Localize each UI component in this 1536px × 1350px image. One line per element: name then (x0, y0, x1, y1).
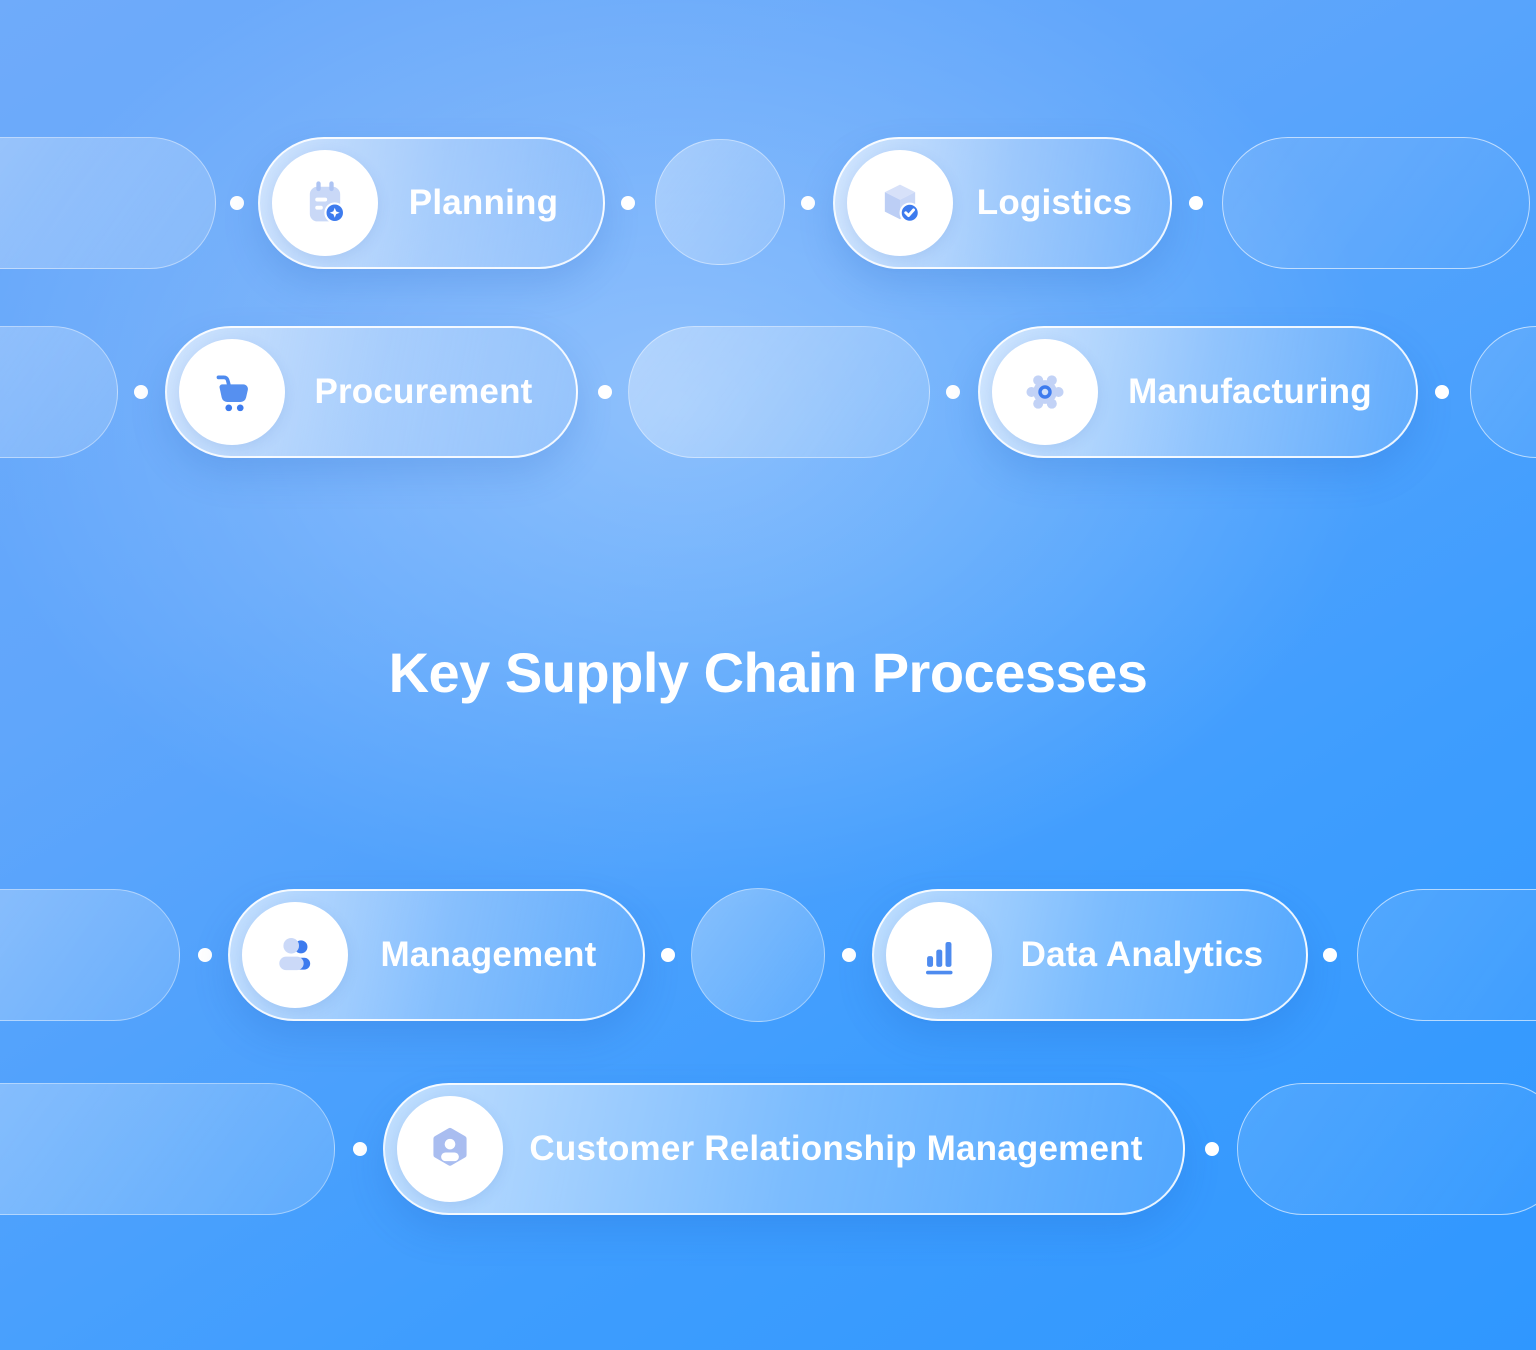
separator-dot (230, 196, 244, 210)
row-1: Planning Logistics (0, 137, 1536, 269)
data-analytics-node: Data Analytics (872, 889, 1308, 1021)
empty-pill (1237, 1083, 1536, 1215)
separator-dot (353, 1142, 367, 1156)
shopping-cart-icon (216, 375, 248, 412)
data-analytics-label: Data Analytics (1020, 935, 1264, 974)
empty-pill (1357, 889, 1536, 1021)
empty-pill (0, 137, 216, 269)
crm-label: Customer Relationship Management (529, 1129, 1143, 1168)
planning-icon-circle (272, 150, 378, 256)
gear-icon (1026, 375, 1064, 409)
planning-node: Planning (258, 137, 605, 269)
row-4: Customer Relationship Management (0, 1083, 1536, 1215)
empty-pill (628, 326, 930, 458)
bar-chart-icon (926, 942, 953, 975)
separator-dot (801, 196, 815, 210)
separator-dot (198, 948, 212, 962)
separator-dot (946, 385, 960, 399)
planning-label: Planning (408, 183, 559, 222)
person-hexagon-icon (433, 1127, 467, 1166)
manufacturing-node: Manufacturing (978, 326, 1418, 458)
empty-pill (1470, 326, 1536, 458)
management-label: Management (380, 935, 597, 974)
empty-circle (691, 888, 825, 1022)
separator-dot (621, 196, 635, 210)
data-analytics-icon-circle (886, 902, 992, 1008)
logistics-label: Logistics (976, 183, 1133, 222)
separator-dot (134, 385, 148, 399)
page-title: Key Supply Chain Processes (388, 641, 1148, 704)
empty-pill (0, 326, 118, 458)
empty-pill (0, 1083, 335, 1215)
empty-pill (0, 889, 180, 1021)
separator-dot (1189, 196, 1203, 210)
procurement-icon-circle (179, 339, 285, 445)
logistics-node: Logistics (833, 137, 1172, 269)
package-check-icon (884, 184, 920, 223)
procurement-node: Procurement (165, 326, 578, 458)
calendar-plus-icon (309, 181, 346, 224)
logistics-icon-circle (847, 150, 953, 256)
manufacturing-icon-circle (992, 339, 1098, 445)
separator-dot (1435, 385, 1449, 399)
separator-dot (598, 385, 612, 399)
row-3: Management Data Analytics (0, 888, 1536, 1022)
separator-dot (661, 948, 675, 962)
management-icon-circle (242, 902, 348, 1008)
separator-dot (1323, 948, 1337, 962)
manufacturing-label: Manufacturing (1128, 372, 1372, 411)
crm-icon-circle (397, 1096, 503, 1202)
empty-pill (655, 139, 785, 265)
row-2: Procurement (0, 326, 1536, 458)
people-icon (279, 937, 311, 971)
procurement-label: Procurement (314, 372, 533, 411)
management-node: Management (228, 889, 645, 1021)
separator-dot (1205, 1142, 1219, 1156)
separator-dot (842, 948, 856, 962)
empty-pill (1222, 137, 1530, 269)
crm-node: Customer Relationship Management (383, 1083, 1185, 1215)
